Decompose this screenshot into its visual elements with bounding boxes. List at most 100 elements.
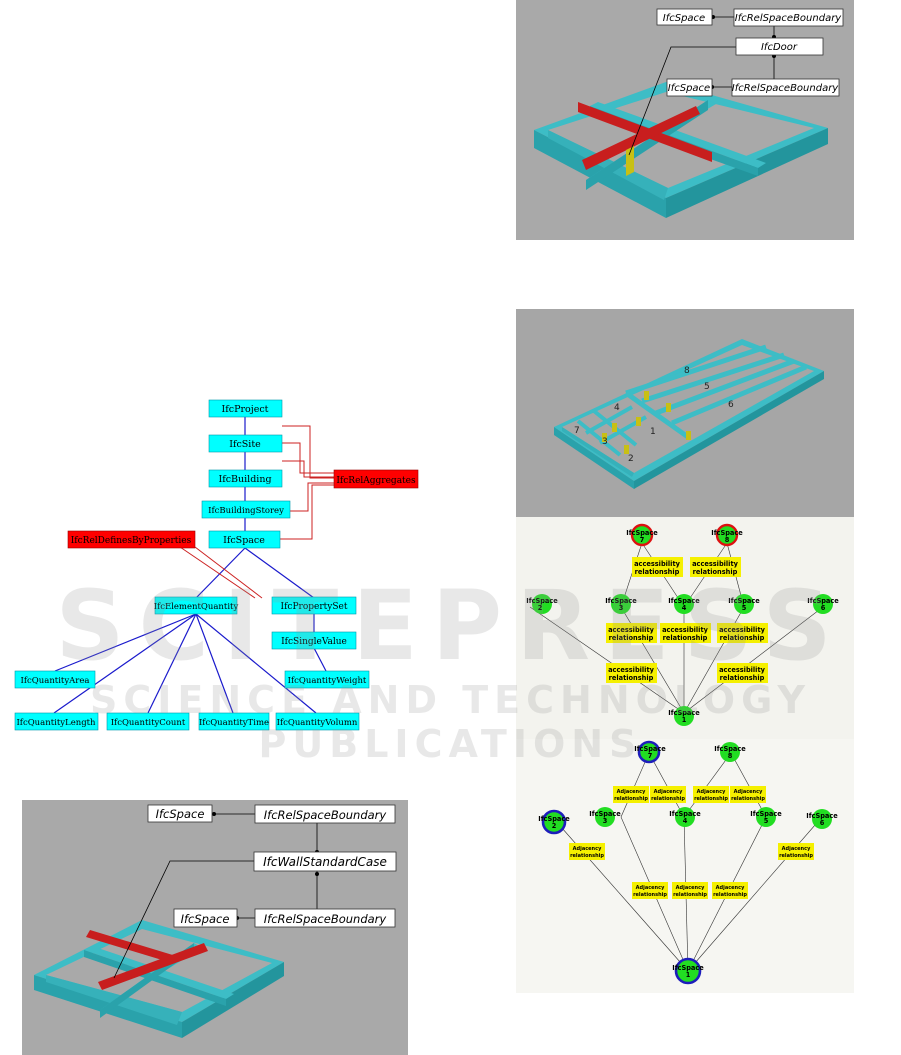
- adj-rel-e2: relationship: [570, 853, 604, 859]
- access-node-label-6: IfcSpace: [807, 597, 839, 605]
- access-node-num-3: 3: [619, 604, 624, 612]
- door-render-door: IfcDoor: [761, 42, 798, 53]
- building-model: [34, 920, 284, 1038]
- node-ifcelementquantity: IfcElementQuantity: [154, 602, 239, 612]
- door-render-space-top: IfcSpace: [663, 13, 705, 24]
- access-rel-a: accessibility: [634, 560, 681, 568]
- access-node-label-2: IfcSpace: [526, 597, 558, 605]
- adj-node-num-3: 3: [603, 817, 608, 825]
- room-label-5: 5: [704, 382, 710, 392]
- node-ifcquantityweight: IfcQuantityWeight: [288, 676, 367, 686]
- wall-render-boundary-bottom: IfcRelSpaceBoundary: [264, 912, 387, 926]
- node-ifcquantityarea: IfcQuantityArea: [21, 676, 90, 686]
- access-node-label-8: IfcSpace: [711, 529, 743, 537]
- adj-node-num-2: 2: [552, 822, 557, 830]
- access-node-num-8: 8: [725, 536, 730, 544]
- access-node-num-7: 7: [640, 536, 645, 544]
- door-render-space-bottom: IfcSpace: [668, 83, 710, 94]
- adj-node-label-8: IfcSpace: [714, 745, 746, 753]
- adj-node-num-6: 6: [820, 819, 825, 827]
- tree-nodes: [14, 399, 419, 731]
- relation-edges: [179, 425, 334, 599]
- node-ifcpropertyset: IfcPropertySet: [281, 602, 348, 612]
- node-ifcquantityvolumn: IfcQuantityVolumn: [277, 718, 358, 728]
- adj-rel-h: Adjacency: [676, 885, 705, 891]
- access-rel-e: accessibility: [719, 626, 766, 634]
- room-label-7: 7: [574, 426, 580, 436]
- label-connectors: [113, 813, 318, 979]
- adj-rel-b2: relationship: [651, 796, 685, 802]
- building-model: [554, 339, 824, 489]
- wall-render-wall: IfcWallStandardCase: [263, 855, 387, 869]
- room-label-1: 1: [650, 427, 656, 437]
- space-nodes: [541, 740, 832, 985]
- access-rel-g: accessibility: [719, 666, 766, 674]
- space-nodes: [532, 523, 833, 726]
- door-render-boundary-top: IfcRelSpaceBoundary: [735, 13, 843, 24]
- wall-render-boundary-top: IfcRelSpaceBoundary: [264, 808, 387, 822]
- node-ifcspace: IfcSpace: [223, 535, 265, 546]
- adj-rel-h2: relationship: [673, 892, 707, 898]
- building-model: [534, 82, 828, 218]
- adj-rel-d2: relationship: [731, 796, 765, 802]
- access-node-label-5: IfcSpace: [728, 597, 760, 605]
- room-label-2: 2: [628, 454, 634, 464]
- adj-rel-f2: relationship: [779, 853, 813, 859]
- accessibility-graph: IfcSpace 7 IfcSpace 8 IfcSpace 2 IfcSpac…: [516, 517, 854, 739]
- node-ifcreldefinesbyproperties: IfcRelDefinesByProperties: [71, 536, 192, 546]
- adj-rel-i2: relationship: [713, 892, 747, 898]
- adj-rel-g: Adjacency: [636, 885, 665, 891]
- adj-rel-c2: relationship: [694, 796, 728, 802]
- adj-rel-f: Adjacency: [782, 846, 811, 852]
- ifc-hierarchy-diagram: IfcProject IfcSite IfcBuilding IfcBuildi…: [0, 393, 425, 743]
- adj-node-label-2: IfcSpace: [538, 815, 570, 823]
- node-ifcquantitycount: IfcQuantityCount: [111, 718, 186, 728]
- access-node-num-1: 1: [682, 716, 687, 724]
- room-label-4: 4: [614, 403, 620, 413]
- access-rel-f2: relationship: [609, 674, 654, 682]
- node-ifcbuilding: IfcBuilding: [218, 474, 271, 485]
- door-boundary-render: IfcSpace IfcRelSpaceBoundary IfcDoor Ifc…: [516, 0, 854, 240]
- node-ifcrelaggregates: IfcRelAggregates: [336, 476, 416, 486]
- adj-node-label-7: IfcSpace: [634, 745, 666, 753]
- adjacency-graph: IfcSpace 7 IfcSpace 8 IfcSpace 2 IfcSpac…: [516, 739, 854, 993]
- access-node-num-6: 6: [821, 604, 826, 612]
- wall-boundary-render: IfcSpace IfcRelSpaceBoundary IfcWallStan…: [22, 800, 408, 1055]
- relation-boxes: [569, 786, 814, 899]
- node-ifcbuildingstorey: IfcBuildingStorey: [208, 506, 284, 516]
- adj-node-label-3: IfcSpace: [589, 810, 621, 818]
- tree-edges: [53, 417, 327, 714]
- room-label-8: 8: [684, 366, 690, 376]
- access-rel-c: accessibility: [608, 626, 655, 634]
- adj-node-label-6: IfcSpace: [806, 812, 838, 820]
- adj-node-num-7: 7: [648, 752, 653, 760]
- access-node-label-7: IfcSpace: [626, 529, 658, 537]
- door-render-boundary-bottom: IfcRelSpaceBoundary: [732, 83, 840, 94]
- adj-node-label-1: IfcSpace: [672, 964, 704, 972]
- access-node-num-4: 4: [682, 604, 687, 612]
- node-ifcsinglevalue: IfcSingleValue: [281, 637, 347, 647]
- adj-rel-d: Adjacency: [734, 789, 763, 795]
- room-label-3: 3: [602, 437, 608, 447]
- access-rel-g2: relationship: [720, 674, 765, 682]
- access-rel-e2: relationship: [720, 634, 765, 642]
- access-rel-c2: relationship: [609, 634, 654, 642]
- access-rel-a2: relationship: [635, 568, 680, 576]
- adj-rel-g2: relationship: [633, 892, 667, 898]
- wall-render-space-top: IfcSpace: [156, 807, 205, 821]
- adj-node-num-1: 1: [686, 971, 691, 979]
- adj-rel-b: Adjacency: [654, 789, 683, 795]
- access-node-label-3: IfcSpace: [605, 597, 637, 605]
- access-node-label-1: IfcSpace: [668, 709, 700, 717]
- adj-node-num-8: 8: [728, 752, 733, 760]
- adj-rel-i: Adjacency: [716, 885, 745, 891]
- relation-boxes: [606, 557, 768, 683]
- room-label-6: 6: [728, 400, 734, 410]
- floorplan-render: 8 5 4 6 1 7 3 2: [516, 309, 854, 517]
- access-rel-f: accessibility: [608, 666, 655, 674]
- adj-rel-c: Adjacency: [697, 789, 726, 795]
- access-rel-d: accessibility: [662, 626, 709, 634]
- node-ifcquantitylength: IfcQuantityLength: [16, 718, 96, 728]
- access-rel-b: accessibility: [692, 560, 739, 568]
- adj-rel-e: Adjacency: [573, 846, 602, 852]
